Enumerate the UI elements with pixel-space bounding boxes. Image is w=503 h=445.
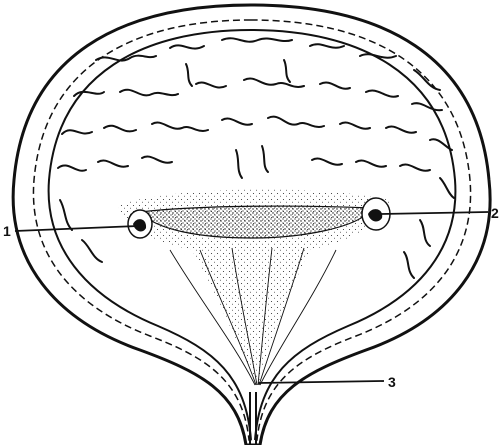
label-3: 3 [388, 374, 396, 390]
label-2: 2 [491, 205, 499, 221]
left-ureteric-orifice [128, 210, 152, 238]
leader-line-2 [380, 212, 488, 214]
leader-line-1 [15, 226, 138, 231]
urethra [250, 392, 256, 445]
label-1: 1 [3, 223, 11, 239]
leader-line-3 [258, 381, 384, 383]
